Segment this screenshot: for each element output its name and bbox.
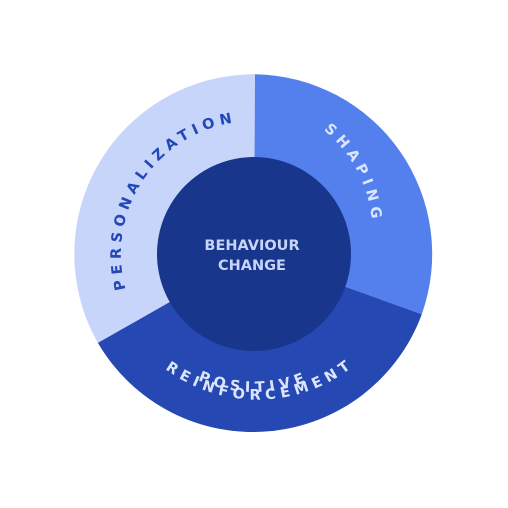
center-circle (157, 157, 351, 351)
center-title-line-2: CHANGE (218, 258, 286, 274)
center-title-line-1: BEHAVIOUR (204, 238, 299, 254)
